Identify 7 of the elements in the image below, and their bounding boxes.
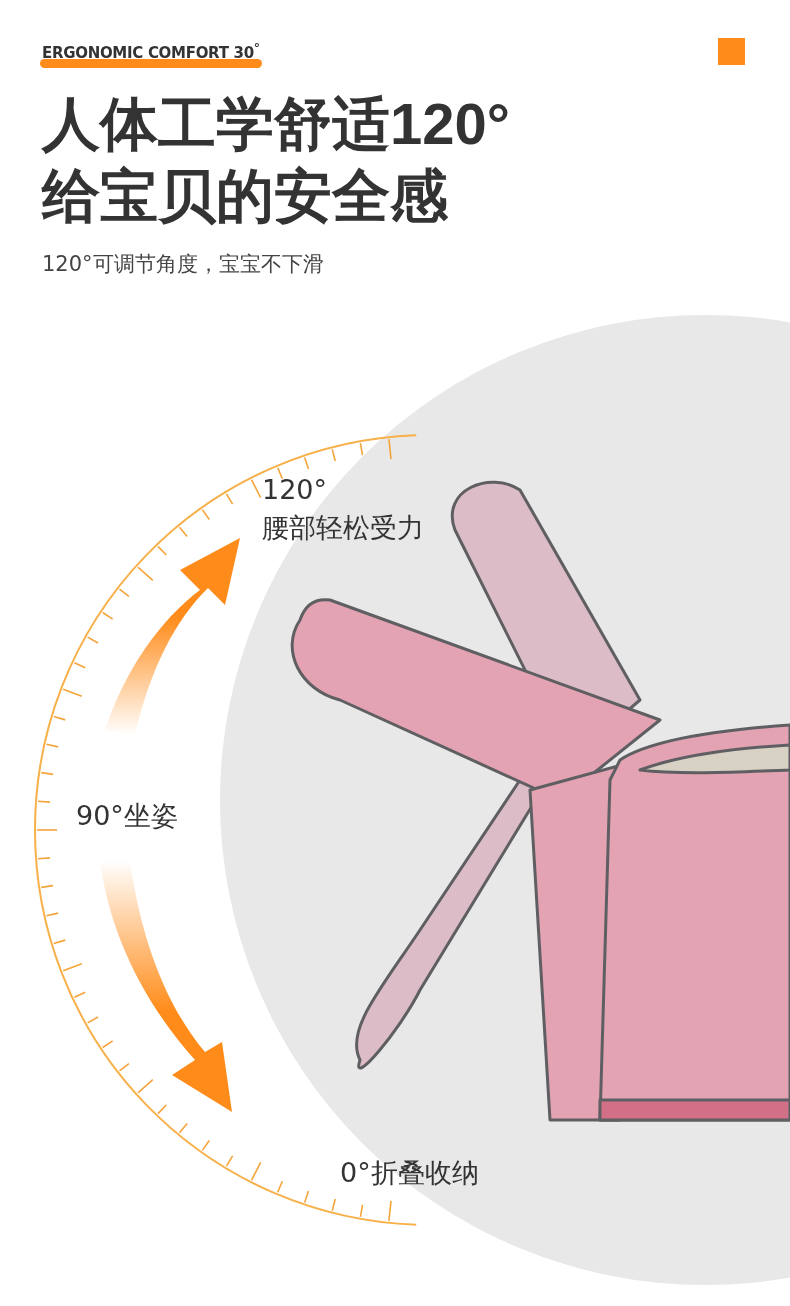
angle-label: 120°	[262, 474, 328, 505]
tagline: ERGONOMIC COMFORT 30$^{°}$	[42, 40, 260, 62]
angle-label: 90°坐姿	[76, 799, 178, 833]
subtitle: 120°可调节角度，宝宝不下滑	[42, 251, 324, 278]
angle-caption: 腰部轻松受力	[262, 511, 424, 545]
angle-label: 0°折叠收纳	[340, 1156, 479, 1190]
title: 人体工学舒适120°给宝贝的安全感	[42, 90, 511, 230]
